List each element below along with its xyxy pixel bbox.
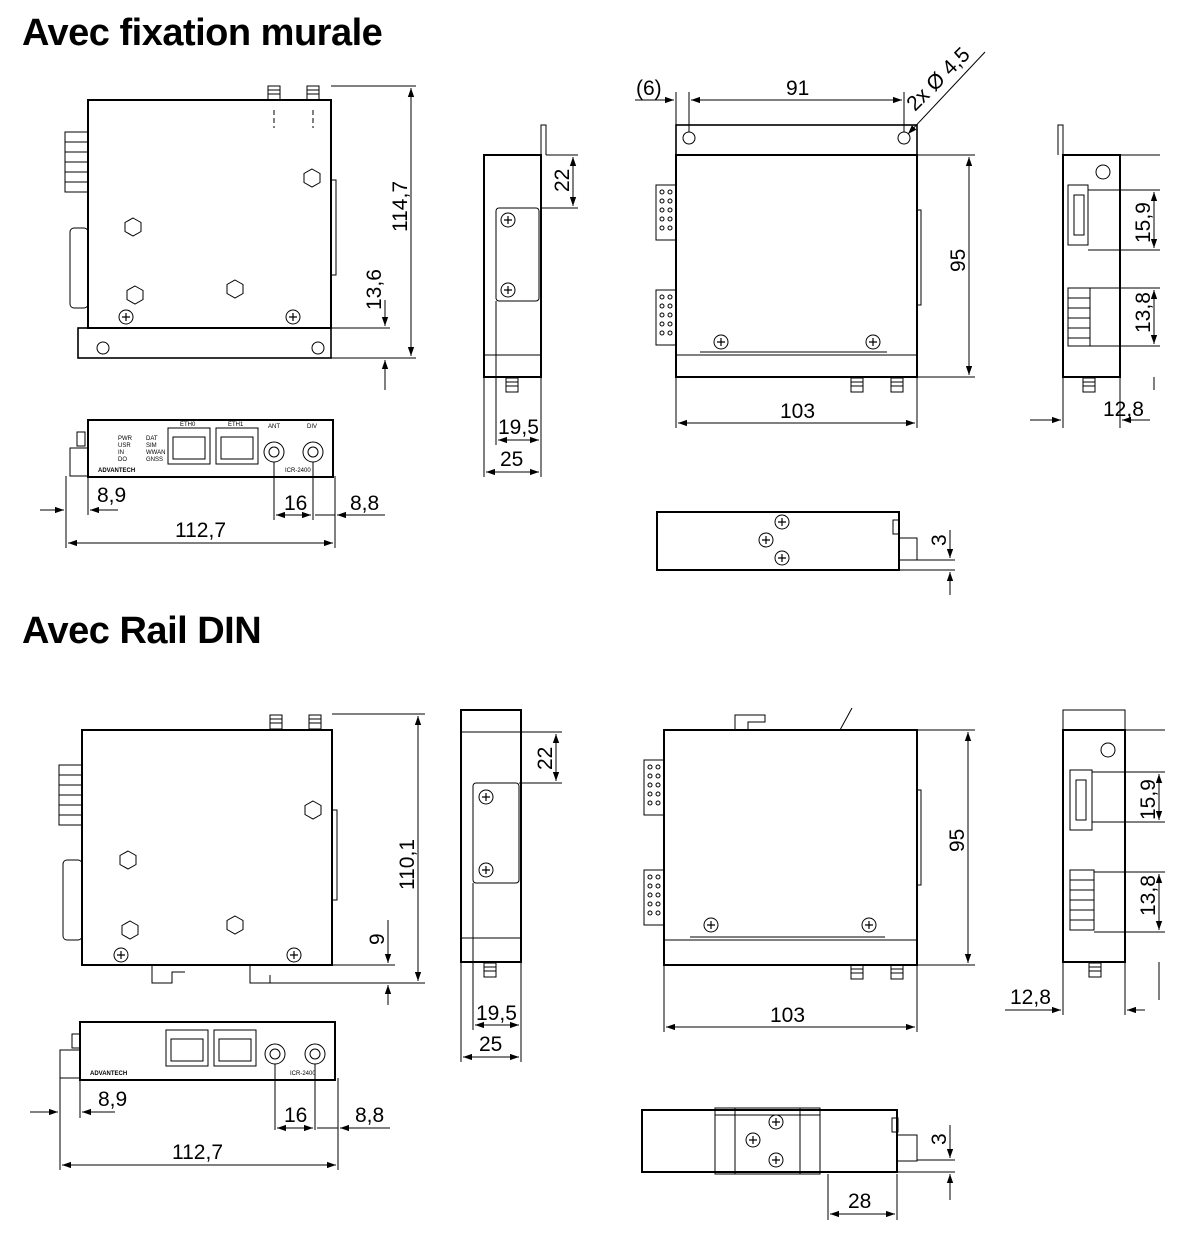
dim-112-7-wall: 112,7 [175,519,226,542]
dim-22-din: 22 [534,747,557,770]
dim-3-wall: 3 [928,534,951,546]
dim-height-wall: 114,7 [389,181,412,232]
dim-8-9-wall: 8,9 [97,484,126,507]
dim-19-5-din: 19,5 [476,1002,517,1025]
dim-15-9-din: 15,9 [1137,779,1160,820]
led-label: IN [118,450,124,456]
led-label: USR [118,443,131,449]
led-label: SIM [146,443,157,449]
dim-103-din: 103 [770,1004,805,1027]
dim-3-din: 3 [928,1133,951,1145]
dim-9-din: 9 [366,933,389,945]
dim-8-8-din: 8,8 [355,1104,384,1127]
din-side-view: 110,1 9 [58,713,425,1005]
dim-22-wall: 22 [551,169,574,192]
din-bottom-view: 3 28 [641,1107,955,1220]
dim-95-wall: 95 [947,249,970,272]
din-end-view: 22 19,5 25 [460,709,562,1062]
wall-right-end-view: 15,9 13,8 12,8 [1030,124,1160,428]
dim-13-8-wall: 13,8 [1132,292,1155,333]
dim-16-din: 16 [284,1104,307,1127]
model-label: ICR-2400 [285,468,311,474]
wall-side-view: 114,7 13,6 [64,85,416,390]
wall-front-panel: ADVANTECH ICR-2400 ETH0 ETH1 ANT DIV PWR… [40,419,385,548]
port-div: DIV [307,424,317,430]
dim-28-din: 28 [848,1190,871,1213]
brand-logo: ADVANTECH [90,1071,127,1077]
wall-end-view: 22 19,5 25 [483,124,578,477]
dim-hole-diameter: 2x Ø 4,5 [902,43,974,115]
dim-25-wall: 25 [500,448,523,471]
dim-103-wall: 103 [780,400,815,423]
wall-mount-heading: Avec fixation murale [22,12,383,54]
dim-13-8-din: 13,8 [1137,875,1160,916]
dim-13-6: 13,6 [363,269,386,310]
port-eth0: ETH0 [180,422,196,428]
model-label: ICR-2400 [290,1071,316,1077]
dim-12-8-wall: 12,8 [1103,398,1144,421]
led-label: DAT [146,436,158,442]
led-label: GNSS [146,457,163,463]
wall-bottom-view: 3 [656,511,955,595]
dim-95-din: 95 [946,829,969,852]
brand-logo: ADVANTECH [98,468,135,474]
dim-19-5-wall: 19,5 [498,416,539,439]
led-label: PWR [118,436,133,442]
dim-112-7-din: 112,7 [172,1141,223,1164]
dim-15-9-wall: 15,9 [1132,202,1155,243]
din-right-end-view: 15,9 13,8 12,8 [1005,709,1165,1015]
din-front-panel: ADVANTECH ICR-2400 8,9 16 8,8 112,7 [30,1021,390,1170]
port-ant: ANT [268,424,280,430]
dim-16-wall: 16 [284,492,307,515]
dim-8-9-din: 8,9 [98,1088,127,1111]
dim-8-8-wall: 8,8 [350,492,379,515]
led-label: WWAN [146,450,165,456]
dim-25-din: 25 [479,1033,502,1056]
dim-91: 91 [786,77,809,100]
dim-6-paren: (6) [636,77,662,100]
dim-height-din: 110,1 [396,839,419,890]
din-back-view: 95 103 [643,707,975,1032]
dim-12-8-din: 12,8 [1010,986,1051,1009]
port-eth1: ETH1 [228,422,244,428]
wall-back-view: (6) 91 2x Ø 4,5 95 103 [635,43,986,428]
din-rail-heading: Avec Rail DIN [22,610,262,652]
led-label: DO [118,457,127,463]
